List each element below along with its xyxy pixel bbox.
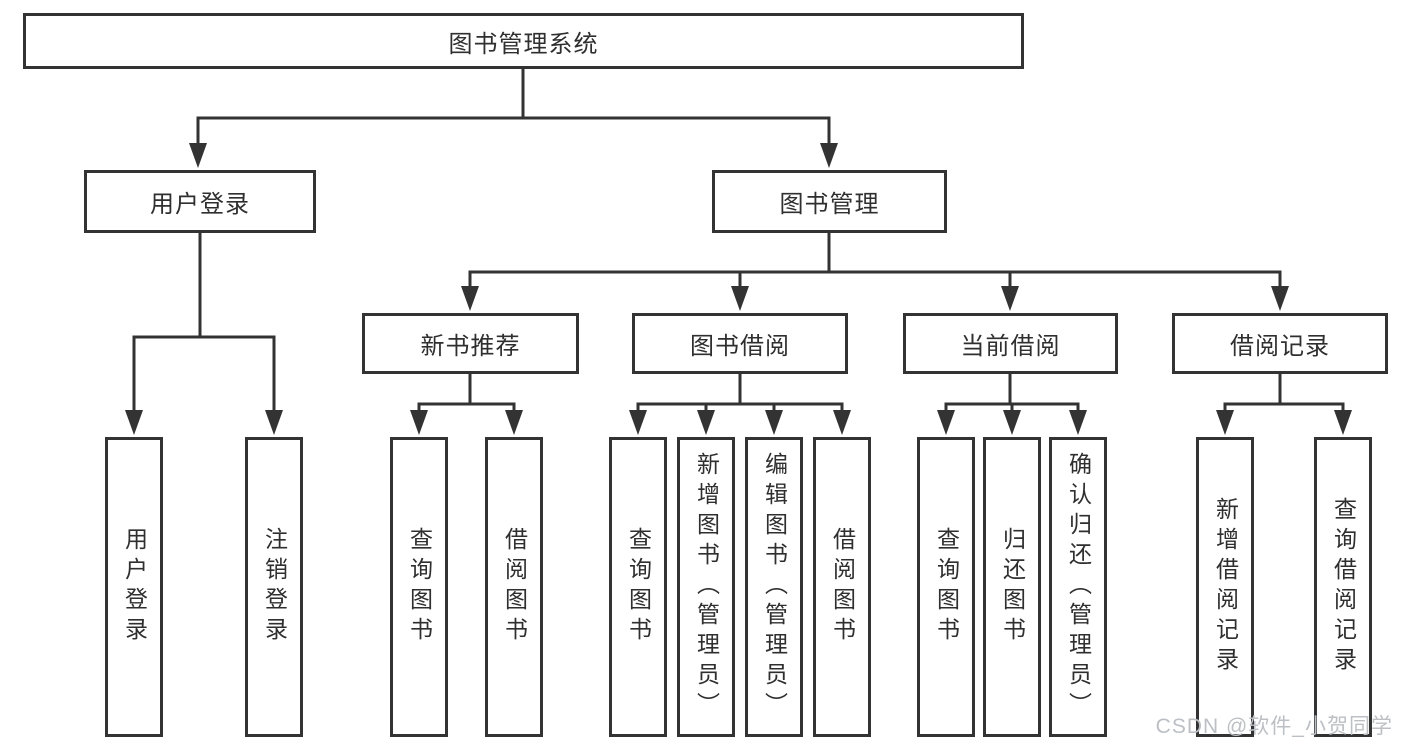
node-user-login: 用户登录	[84, 170, 316, 233]
leaf-nbr-query-books: 查询图书	[390, 437, 448, 737]
node-borrow-records-label: 借阅记录	[1230, 333, 1330, 360]
leaf-cb-query-books-label: 查询图书	[933, 527, 960, 647]
leaf-cb-confirm-return: 确认归还（管理员）	[1049, 437, 1107, 737]
leaf-cb-return-books: 归还图书	[983, 437, 1041, 737]
leaf-logout-label: 注销登录	[261, 527, 288, 647]
leaf-cb-confirm-return-label: 确认归还（管理员）	[1065, 452, 1092, 722]
node-current-borrow: 当前借阅	[903, 313, 1118, 374]
node-new-book-rec-label: 新书推荐	[420, 333, 521, 360]
leaf-nbr-borrow-books-label: 借阅图书	[501, 527, 528, 647]
leaf-bb-add-books-label: 新增图书（管理员）	[693, 452, 720, 722]
leaf-bb-add-books: 新增图书（管理员）	[677, 437, 735, 737]
leaf-cb-return-books-label: 归还图书	[999, 527, 1026, 647]
leaf-br-query-record: 查询借阅记录	[1314, 437, 1372, 737]
node-new-book-rec: 新书推荐	[362, 313, 579, 374]
leaf-nbr-borrow-books: 借阅图书	[485, 437, 543, 737]
leaf-user-login: 用户登录	[105, 437, 163, 737]
leaf-br-add-record-label: 新增借阅记录	[1212, 497, 1239, 677]
node-root: 图书管理系统	[23, 13, 1024, 69]
leaf-br-query-record-label: 查询借阅记录	[1330, 497, 1357, 677]
leaf-bb-edit-books: 编辑图书（管理员）	[745, 437, 803, 737]
leaf-bb-query-books-label: 查询图书	[625, 527, 652, 647]
node-book-borrow: 图书借阅	[632, 313, 848, 374]
node-root-label: 图书管理系统	[448, 30, 599, 58]
leaf-bb-borrow-books-label: 借阅图书	[829, 527, 856, 647]
leaf-bb-borrow-books: 借阅图书	[813, 437, 871, 737]
node-current-borrow-label: 当前借阅	[960, 333, 1061, 360]
leaf-bb-query-books: 查询图书	[609, 437, 667, 737]
arrowheads	[125, 143, 1352, 435]
leaf-nbr-query-books-label: 查询图书	[406, 527, 433, 647]
node-book-borrow-label: 图书借阅	[690, 333, 790, 360]
leaf-bb-edit-books-label: 编辑图书（管理员）	[761, 452, 788, 722]
leaf-cb-query-books: 查询图书	[917, 437, 975, 737]
node-book-mgmt-label: 图书管理	[779, 191, 880, 218]
leaf-logout: 注销登录	[245, 437, 303, 737]
node-user-login-label: 用户登录	[150, 191, 250, 218]
watermark: CSDN @软件_小贺同学	[1155, 715, 1393, 738]
leaf-br-add-record: 新增借阅记录	[1196, 437, 1254, 737]
node-borrow-records: 借阅记录	[1172, 313, 1388, 374]
node-book-mgmt: 图书管理	[712, 170, 947, 233]
leaf-user-login-label: 用户登录	[121, 527, 148, 647]
